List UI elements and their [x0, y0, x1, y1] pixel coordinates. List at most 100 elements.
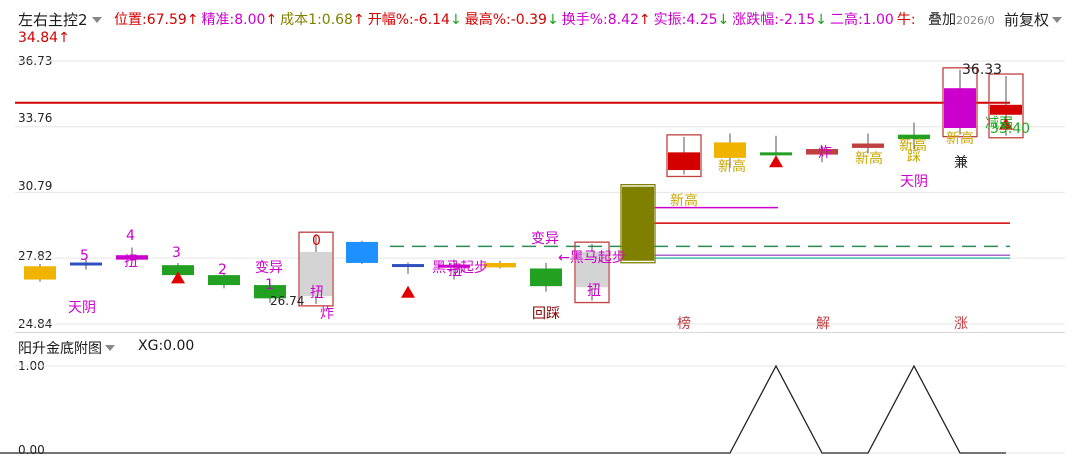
arrow-up-icon: ↑ [352, 12, 365, 28]
annotation-label: ←黑马起步 [558, 250, 626, 266]
indicator-value: 精准:8.00↑ [202, 12, 278, 28]
arrow-down-icon: ↓ [546, 12, 559, 28]
indicator-value-label: 开幅%: [367, 12, 414, 28]
highlight-box [666, 134, 702, 178]
candle-body [576, 251, 608, 288]
arrow-down-icon: ↓ [815, 12, 827, 28]
indicator-value: 涨跌幅:-2.15↓ [732, 12, 827, 28]
candle-body [208, 275, 240, 286]
candle-body [484, 262, 516, 268]
indicator-value-number: 1.00 [862, 12, 894, 28]
candle-body [300, 251, 332, 297]
indicator-value-label: 涨跌幅: [732, 12, 779, 28]
arrow-up-icon: ↑ [186, 12, 199, 28]
sub-indicator-name: 阳升金底附图 [18, 341, 102, 357]
low-price-label: 33.40 [990, 121, 1031, 137]
annotation-label: 解 [816, 316, 830, 332]
overlay-label: 叠加 [928, 12, 956, 28]
highlight-box [988, 73, 1024, 139]
indicator-value-number: 8.42 [607, 12, 639, 28]
adjust-label: 前复权 [1004, 11, 1050, 29]
candle-body [24, 266, 56, 280]
indicator-value-number: 4.25 [686, 12, 718, 28]
candle-body [622, 186, 654, 261]
candle-body [852, 143, 884, 148]
candle-body [898, 134, 930, 140]
arrow-down-icon: ↓ [449, 12, 462, 28]
indicator-value-label: 换手%: [561, 12, 608, 28]
candle-body [346, 241, 378, 263]
arrow-down-icon: ↓ [717, 12, 730, 28]
annotation-label: 黑马起步 [432, 260, 488, 276]
annotation-label: 踩 [907, 149, 921, 165]
annotation-label: 新高 [855, 151, 883, 167]
up-triangle-icon [999, 117, 1013, 130]
candle-body [162, 265, 194, 276]
annotation-label: 炸 [320, 306, 334, 322]
up-triangle-icon [769, 155, 783, 168]
indicator-value: 最高%:-0.39↓ [465, 12, 559, 28]
sub-indicator-chart[interactable] [0, 355, 1080, 463]
candle-body [806, 149, 838, 155]
indicator-value: 开幅%:-6.14↓ [368, 12, 462, 28]
adjust-button[interactable]: 前复权 [1004, 9, 1063, 30]
annotation-label: 扭 [124, 254, 138, 270]
y-tick-label: 30.79 [18, 179, 53, 193]
annotation-label: 天阴 [68, 300, 96, 316]
indicator-value-number: 8.00 [234, 12, 266, 28]
annotation-label: 新高 [899, 138, 927, 154]
indicator-name: 左右主控2 [18, 11, 88, 29]
indicator-value-label: 成本1: [280, 12, 322, 28]
candle-body [116, 255, 148, 260]
up-triangle-icon [171, 271, 185, 284]
xg-value: 0.00 [163, 338, 195, 354]
xg-series-line [0, 364, 1006, 454]
highlight-box [620, 183, 656, 264]
overlay-button[interactable]: 叠加2026/0 [928, 9, 995, 29]
xg-label: XG: [138, 338, 164, 354]
arrow-up-icon: ↑ [265, 12, 278, 28]
annotation-label: 5 [80, 248, 89, 264]
highlight-box [298, 231, 334, 307]
indicator-values: 位置:67.59↑精准:8.00↑成本1:0.68↑开幅%:-6.14↓最高%:… [114, 9, 919, 29]
candle-body [438, 264, 470, 268]
indicator-value: 实振:4.25↓ [654, 12, 730, 28]
indicator-value-number: 67.59 [146, 12, 187, 28]
annotation-label: 3 [172, 245, 181, 261]
date-fragment: 2026/0 [956, 14, 995, 27]
indicator-value-label: 位置: [114, 12, 147, 28]
annotation-label: 扭 [587, 283, 601, 299]
annotation-label: 减弱 [985, 116, 1013, 132]
candle-body [70, 262, 102, 266]
annotation-label: 扭 [448, 263, 462, 279]
indicator-header: 左右主控2 位置:67.59↑精准:8.00↑成本1:0.68↑开幅%:-6.1… [0, 0, 1080, 52]
annotation-label: 涨 [954, 316, 968, 332]
indicator-value: 牛: [897, 12, 916, 28]
annotation-label: 1 [265, 277, 274, 293]
indicator-selector[interactable]: 左右主控2 [18, 9, 102, 30]
annotation-label: 扭 [310, 285, 324, 301]
highlight-box [942, 67, 978, 138]
highlight-box [574, 241, 610, 304]
indicator-value-number: 0.68 [321, 12, 353, 28]
annotation-label: 天阴 [900, 174, 928, 190]
high-price-label: 36.33 [962, 62, 1003, 78]
y-tick-label: 27.82 [18, 249, 53, 263]
annotation-label: 4 [126, 228, 135, 244]
indicator-value-label: 牛: [896, 12, 916, 28]
annotation-label: 榜 [677, 316, 691, 332]
annotation-label: 变异 [531, 231, 559, 247]
price-note: 26.74 [270, 294, 305, 308]
sub-indicator-selector[interactable]: 阳升金底附图 [18, 338, 115, 358]
candle-body [254, 285, 286, 299]
candlestick-chart[interactable] [0, 52, 1080, 332]
indicator-value-label: 精准: [201, 12, 235, 28]
chevron-down-icon [91, 16, 102, 23]
annotation-label: 新高 [718, 159, 746, 175]
up-triangle-icon [401, 285, 415, 298]
indicator-value-label: 二高: [829, 12, 863, 28]
indicator-value-number: -6.14 [413, 12, 450, 28]
indicator-value: 成本1:0.68↑ [280, 12, 365, 28]
indicator-value: 位置:67.59↑ [114, 12, 199, 28]
indicator-value: 换手%:8.42↑ [562, 12, 651, 28]
